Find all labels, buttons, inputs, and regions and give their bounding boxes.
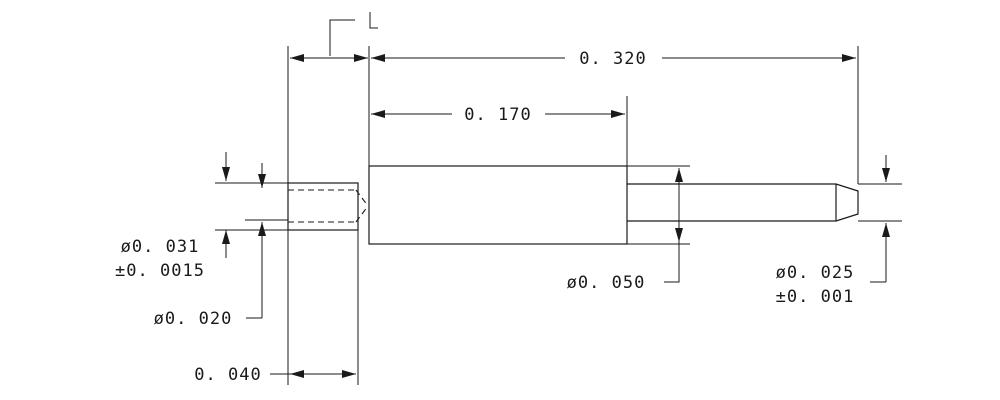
tail-length-label: 0. 040 — [194, 365, 261, 385]
body-diameter-label: ø0. 050 — [567, 273, 646, 293]
tip-section — [627, 183, 859, 222]
extension-lines — [215, 12, 902, 385]
dimension-bore-diameter: ø0. 020 — [154, 163, 266, 329]
dimension-body-length: 0. 170 — [371, 105, 625, 125]
tail-diameter-label-line2: ±0. 0015 — [115, 261, 205, 281]
tail-diameter-label-line1: ø0. 031 — [121, 237, 200, 257]
dimension-overall-length: 0. 320 — [290, 49, 856, 69]
overall-length-label: 0. 320 — [579, 49, 646, 69]
part-outline — [287, 165, 859, 245]
bore-diameter-label: ø0. 020 — [154, 309, 233, 329]
tip-diameter-label-line1: ø0. 025 — [776, 263, 855, 283]
dimension-body-diameter: ø0. 050 — [567, 168, 683, 293]
body-section — [368, 165, 628, 245]
tip-diameter-label-line2: ±0. 001 — [776, 287, 855, 307]
body-length-label: 0. 170 — [464, 105, 531, 125]
dimension-tail-diameter: ø0. 031 ±0. 0015 — [115, 152, 288, 281]
dimension-tail-length: 0. 040 — [194, 365, 356, 385]
bore-cone-bottom — [355, 205, 369, 223]
dimension-tip-diameter: ø0. 025 ±0. 001 — [776, 155, 890, 307]
bore-cone-top — [355, 189, 369, 207]
